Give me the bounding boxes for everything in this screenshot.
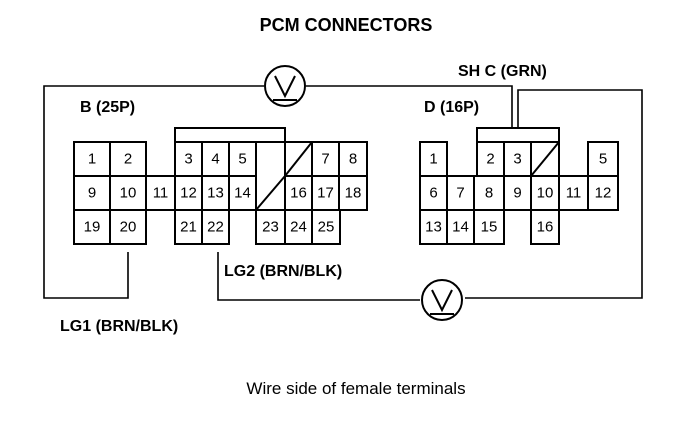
connector-b-cavity	[109, 209, 147, 245]
connector-b-cavity	[145, 175, 176, 211]
connector-b-cavity	[311, 209, 341, 245]
connector-b-cavity	[228, 175, 257, 211]
voltmeter-bottom	[421, 279, 463, 321]
connector-b-pin-label: 3	[184, 151, 192, 168]
connector-d-pin-label: 1	[429, 151, 437, 168]
connector-d-label: D (16P)	[424, 99, 479, 116]
diagram-title: PCM CONNECTORS	[260, 15, 433, 35]
voltmeter-icon	[431, 289, 453, 313]
connector-d-pin-label: 3	[513, 151, 521, 168]
connector-d-pin-label: 14	[452, 219, 469, 236]
connector-b-pin-label: 24	[290, 219, 307, 236]
connector-b-latch	[174, 127, 286, 143]
lg2-wire-label: LG2 (BRN/BLK)	[224, 263, 342, 280]
connector-b-pin-label: 21	[180, 219, 197, 236]
connector-d-pin-label: 8	[485, 185, 493, 202]
connector-d-latch	[476, 127, 560, 143]
connector-b-pin-label: 2	[124, 151, 132, 168]
connector-b-pin-label: 9	[88, 185, 96, 202]
connector-d-empty-cavity-mark	[530, 141, 560, 177]
footer-caption: Wire side of female terminals	[246, 379, 465, 398]
connector-b-pin-label: 14	[234, 185, 251, 202]
connector-b-pin-label: 8	[349, 151, 357, 168]
connector-b-pin-label: 25	[318, 219, 335, 236]
connector-d-cavity	[587, 175, 619, 211]
connector-b-cavity	[201, 209, 230, 245]
connector-d-pin-label: 2	[486, 151, 494, 168]
connector-b-pin-label: 13	[207, 185, 224, 202]
wiring	[43, 85, 643, 301]
connector-b-pin-label: 19	[84, 219, 101, 236]
connector-b-cavity	[174, 209, 203, 245]
connector-d-pin-label: 13	[425, 219, 442, 236]
lg1-wire-label: LG1 (BRN/BLK)	[60, 318, 178, 335]
connector-d-pin-label: 15	[481, 219, 498, 236]
connector-b-empty-cavity-mark	[284, 141, 313, 177]
connector-d-cavity	[473, 209, 505, 245]
connector-b-pin-label: 12	[180, 185, 197, 202]
connector-b-pin-label: 7	[321, 151, 329, 168]
shc-wire-label: SH C (GRN)	[458, 63, 547, 80]
connector-b-cavity	[109, 141, 147, 177]
connector-d-pin-label: 9	[513, 185, 521, 202]
connector-b-pin-label: 10	[120, 185, 137, 202]
connector-b-pin-label: 5	[238, 151, 246, 168]
connector-d-pin-label: 6	[429, 185, 437, 202]
connector-b-label: B (25P)	[80, 99, 135, 116]
connector-b-pin-label: 23	[262, 219, 279, 236]
connector-b-cavity	[284, 209, 313, 245]
connector-b-pin-label: 1	[88, 151, 96, 168]
connector-b-pin-label: 11	[153, 185, 169, 202]
connector-d-pin-label: 16	[537, 219, 554, 236]
connector-d-pin-label: 10	[537, 185, 554, 202]
connector-b-pin-label: 18	[345, 185, 362, 202]
voltmeter-top	[264, 65, 306, 107]
connector-d-pin-label: 7	[456, 185, 464, 202]
wire-top-left	[43, 85, 264, 299]
connector-b-pin-label: 4	[211, 151, 219, 168]
connector-b-pin-label: 20	[120, 219, 137, 236]
connector-d-cavity	[587, 141, 619, 177]
connector-d-pin-label: 12	[595, 185, 612, 202]
connector-b-cavity	[228, 141, 257, 177]
connector-b-cavity	[338, 175, 368, 211]
wire-shc	[465, 89, 643, 299]
voltmeter-icon	[274, 75, 296, 99]
connector-b-key-mark	[255, 175, 286, 211]
connector-d-pin-label: 5	[599, 151, 607, 168]
connector-d-cavity	[530, 209, 560, 245]
wire-top-right	[306, 85, 513, 130]
connector-b-pin-label: 16	[290, 185, 307, 202]
connector-d-pin-label: 11	[566, 185, 582, 202]
connector-b-pin-label: 17	[317, 185, 334, 202]
connector-b-pin-label: 22	[207, 219, 224, 236]
wire-bottom-left	[217, 252, 420, 301]
